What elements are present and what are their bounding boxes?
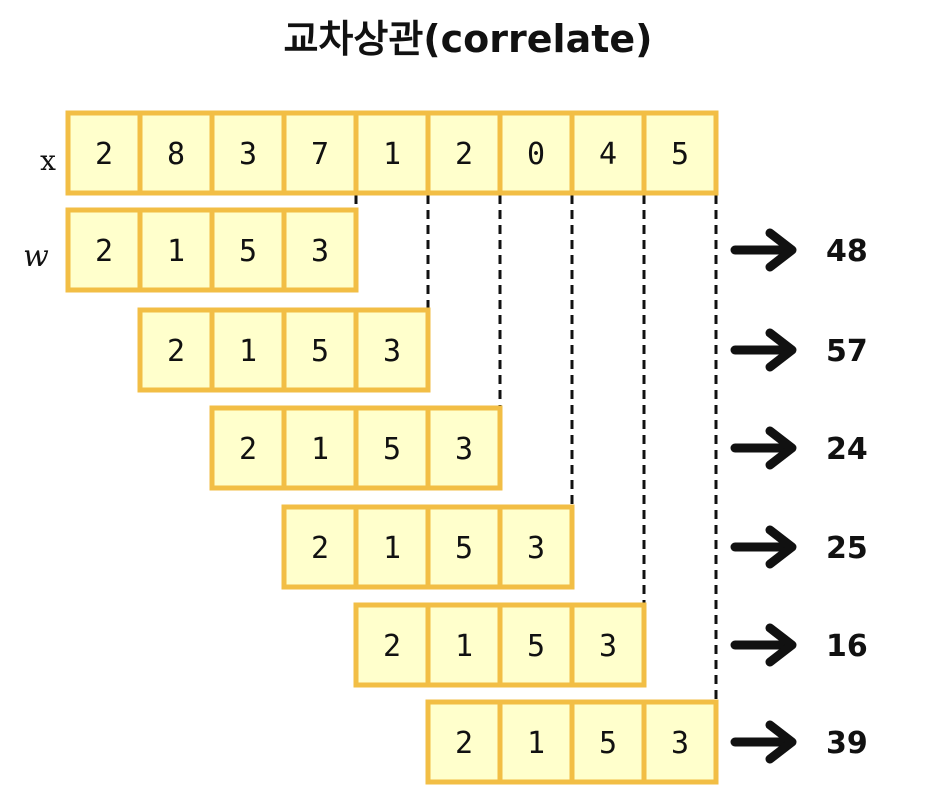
x-cell-0-value: 2 — [95, 137, 113, 172]
w-shift-1-cell-2-value: 5 — [311, 334, 329, 369]
w-shift-2-cell-2-box — [353, 405, 431, 491]
result-value-0: 48 — [826, 234, 868, 269]
result-arrow-head-0 — [765, 228, 797, 272]
w-shift-0-cell-0-box — [65, 207, 143, 293]
w-shift-1-cell-0-value: 2 — [167, 334, 185, 369]
result-arrow-head-1 — [765, 328, 797, 372]
w-shift-0-cell-2-value: 5 — [239, 234, 257, 269]
w-shift-1-cell-1-box — [209, 307, 287, 393]
w-shift-4-cell-3-box — [569, 602, 647, 688]
x-cell-5-value: 2 — [455, 137, 473, 172]
w-shift-5-cell-3-box — [641, 699, 719, 785]
w-shift-2-cell-2-value: 5 — [383, 432, 401, 467]
w-shift-3-cell-0-value: 2 — [311, 531, 329, 566]
result-arrow-head-5 — [765, 720, 797, 764]
x-cell-8-value: 5 — [671, 137, 689, 172]
result-arrow-head-3 — [765, 525, 797, 569]
x-cell-2-value: 3 — [239, 137, 257, 172]
w-shift-4-cell-2-box — [497, 602, 575, 688]
w-shift-3-cell-1-value: 1 — [383, 531, 401, 566]
x-cell-1-box — [137, 110, 215, 196]
w-shift-5-cell-3-value: 3 — [671, 726, 689, 761]
x-cell-4-box — [353, 110, 431, 196]
w-shift-2-cell-3-value: 3 — [455, 432, 473, 467]
w-shift-5-cell-1-value: 1 — [527, 726, 545, 761]
w-label: w — [23, 239, 49, 274]
x-cell-8-box — [641, 110, 719, 196]
cell-grid: 2 8 3 7 1 2 0 4 5 2 1 5 3 2 1 5 3 2 1 5 3 2 1 5 3 2 1 5 3 2 1 5 3 — [65, 110, 719, 785]
w-shift-2-cell-0-value: 2 — [239, 432, 257, 467]
w-shift-4-cell-0-value: 2 — [383, 629, 401, 664]
w-shift-0-cell-1-value: 1 — [167, 234, 185, 269]
result-value-1: 57 — [826, 334, 868, 369]
w-shift-5-cell-1-box — [497, 699, 575, 785]
w-shift-3-cell-1-box — [353, 504, 431, 590]
w-shift-0-cell-3-box — [281, 207, 359, 293]
result-value-3: 25 — [826, 531, 868, 566]
w-shift-2-cell-0-box — [209, 405, 287, 491]
x-cell-3-value: 7 — [311, 137, 329, 172]
w-shift-1-cell-3-value: 3 — [383, 334, 401, 369]
w-shift-4-cell-1-value: 1 — [455, 629, 473, 664]
guide-lines — [354, 195, 718, 702]
x-cell-1-value: 8 — [167, 137, 185, 172]
w-shift-5-cell-0-box — [425, 699, 503, 785]
w-shift-3-cell-3-value: 3 — [527, 531, 545, 566]
w-shift-1-cell-0-box — [137, 307, 215, 393]
x-cell-4-value: 1 — [383, 137, 401, 172]
x-cell-6-box — [497, 110, 575, 196]
w-shift-1-cell-3-box — [353, 307, 431, 393]
w-shift-3-cell-2-box — [425, 504, 503, 590]
result-value-5: 39 — [826, 726, 868, 761]
w-shift-4-cell-2-value: 5 — [527, 629, 545, 664]
w-shift-5-cell-2-box — [569, 699, 647, 785]
w-shift-4-cell-1-box — [425, 602, 503, 688]
w-shift-1-cell-2-box — [281, 307, 359, 393]
result-value-4: 16 — [826, 629, 868, 664]
x-cell-7-box — [569, 110, 647, 196]
w-shift-2-cell-3-box — [425, 405, 503, 491]
w-shift-0-cell-3-value: 3 — [311, 234, 329, 269]
w-shift-1-cell-1-value: 1 — [239, 334, 257, 369]
w-shift-0-cell-0-value: 2 — [95, 234, 113, 269]
result-arrow-head-4 — [765, 623, 797, 667]
results-column: 48 57 24 25 16 39 — [730, 228, 868, 764]
x-cell-7-value: 4 — [599, 137, 617, 172]
w-shift-3-cell-2-value: 5 — [455, 531, 473, 566]
w-shift-3-cell-0-box — [281, 504, 359, 590]
w-shift-0-cell-2-box — [209, 207, 287, 293]
w-shift-3-cell-3-box — [497, 504, 575, 590]
w-shift-5-cell-0-value: 2 — [455, 726, 473, 761]
result-arrow-head-2 — [765, 426, 797, 470]
w-shift-2-cell-1-value: 1 — [311, 432, 329, 467]
x-cell-6-value: 0 — [527, 137, 545, 172]
w-shift-5-cell-2-value: 5 — [599, 726, 617, 761]
x-label: x — [40, 144, 56, 177]
result-value-2: 24 — [826, 432, 868, 467]
w-shift-4-cell-3-value: 3 — [599, 629, 617, 664]
diagram-title: 교차상관(correlate) — [283, 17, 653, 61]
x-cell-5-box — [425, 110, 503, 196]
